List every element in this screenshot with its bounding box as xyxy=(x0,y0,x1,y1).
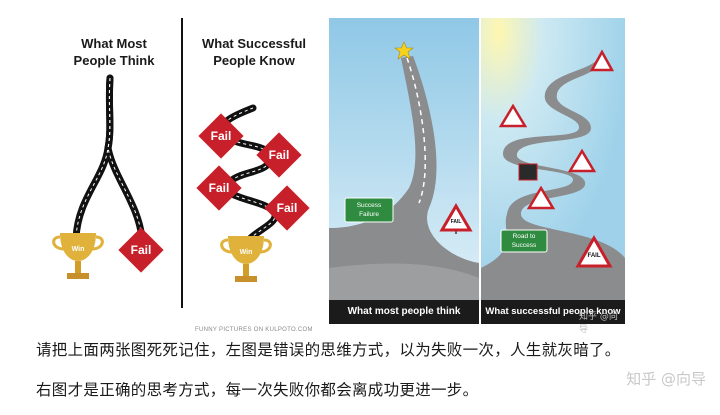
heading-line: People Think xyxy=(73,53,155,68)
road-illustration xyxy=(329,18,479,324)
image-credit: FUNNY PICTURES ON KULPOTO.COM xyxy=(195,327,313,333)
heading-line: What Most xyxy=(81,36,147,51)
fail-label: Fail xyxy=(208,181,230,195)
road-illustration xyxy=(481,18,625,324)
direction-sign xyxy=(500,229,548,253)
win-label: Win xyxy=(239,249,253,256)
road-panel-right: FAIL Road to Success What successful peo… xyxy=(481,18,625,335)
heading-line: People Know xyxy=(213,53,295,68)
fail-sign-icon xyxy=(198,113,244,159)
fail-label: Fail xyxy=(210,129,232,143)
sign-text: Success Failure xyxy=(345,201,393,219)
paragraph-line-1: 请把上面两张图死死记住，左图是错误的思维方式，以为失败一次，人生就灰暗了。 xyxy=(36,341,621,359)
road-branch-win xyxy=(72,74,114,242)
heading-line: What Successful xyxy=(201,36,307,51)
fail-warning-sign xyxy=(575,234,613,268)
fail-label: Fail xyxy=(276,201,298,215)
comic-panel: What Most People Think What Successful P… xyxy=(38,18,323,333)
star-icon xyxy=(394,41,414,60)
fail-warning-sign xyxy=(589,49,615,72)
sign-road-to: Road to xyxy=(512,233,536,240)
direction-sign xyxy=(344,197,394,223)
fail-sign-label: FAIL xyxy=(587,253,601,259)
road-branch-fail xyxy=(104,74,146,242)
fail-label: Fail xyxy=(130,243,152,257)
fail-warning-sign xyxy=(498,103,528,128)
paragraph-line-2: 右图才是正确的思考方式，每一次失败你都会离成功更进一步。 xyxy=(36,381,479,399)
sign-text: Road to Success xyxy=(501,232,547,250)
fail-warning-sign xyxy=(526,185,556,210)
heading-successful-people: What Successful People Know xyxy=(186,35,322,69)
win-label: Win xyxy=(71,246,85,253)
trophy-icon xyxy=(52,233,104,279)
caption-successful-people: What successful people know xyxy=(485,306,621,317)
road-panel-left: Success Failure FAIL What most people th… xyxy=(329,18,479,324)
roadblock-icon xyxy=(518,163,538,181)
fail-sign-icon xyxy=(196,165,242,211)
caption-most-people: What most people think xyxy=(347,306,461,317)
trophy-icon xyxy=(220,236,272,282)
heading-most-people: What Most People Think xyxy=(46,35,182,69)
fail-sign-label: FAIL xyxy=(450,219,462,225)
image-watermark: 知乎 @向导 xyxy=(579,312,618,335)
fail-label: Fail xyxy=(268,148,290,162)
divider-line xyxy=(181,18,183,308)
road-shape xyxy=(329,56,479,300)
zhihu-watermark: 知乎 @向导 xyxy=(626,370,706,388)
sign-failure: Failure xyxy=(359,211,379,218)
comic-illustration xyxy=(52,74,310,282)
fail-warning-sign xyxy=(439,203,473,232)
fail-warning-sign xyxy=(567,148,597,173)
sign-success: Success xyxy=(511,242,537,249)
sign-success: Success xyxy=(356,202,382,209)
road-center-line xyxy=(107,77,143,239)
